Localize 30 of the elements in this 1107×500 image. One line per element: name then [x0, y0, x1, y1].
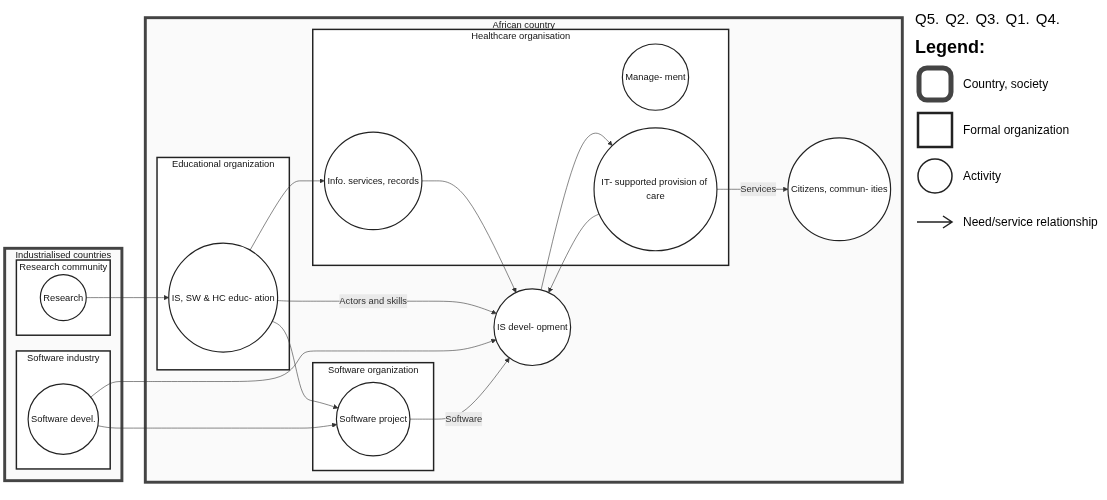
edge-label: Services — [740, 184, 777, 194]
node-circle — [593, 127, 718, 252]
node-circle — [39, 274, 87, 322]
node-circle — [787, 137, 892, 242]
legend-text: Formal organization — [963, 123, 1070, 137]
cluster — [15, 350, 111, 470]
edge-label: Actors and skills — [339, 295, 407, 306]
cluster — [15, 259, 111, 336]
node-circle — [335, 381, 411, 457]
question-label: Q2. — [945, 10, 970, 27]
question-label: Q3. — [975, 10, 1000, 27]
legend-title: Legend: — [915, 37, 986, 58]
question-label: Q4. — [1035, 10, 1060, 27]
node-circle — [27, 383, 100, 455]
legend-text: Need/service relationship — [963, 215, 1098, 229]
cluster — [3, 246, 124, 483]
cluster — [156, 156, 291, 371]
cluster — [312, 361, 435, 472]
node-circle — [493, 288, 572, 367]
diagram: African country Healthcare organisation Manage- ment Info. services, records IT- supported provision of care Citizens, commun- ities Educational organization Services Industrialised countries IS, SW & HC educ- ation Research community Research Actors and skills IS devel- opment Software industry Software organization Software devel. Software project Software — [0, 13, 907, 487]
legend-text: Country, society — [963, 77, 1049, 91]
edge-label: Software — [445, 413, 483, 424]
question-label: Q1. — [1005, 10, 1030, 27]
node-circle — [323, 131, 423, 231]
legend-text: Activity — [963, 169, 1001, 183]
node-circle — [621, 43, 690, 111]
question-label: Q5. — [915, 10, 940, 27]
cluster — [143, 16, 904, 484]
node-circle — [168, 242, 279, 353]
cluster — [312, 28, 730, 267]
